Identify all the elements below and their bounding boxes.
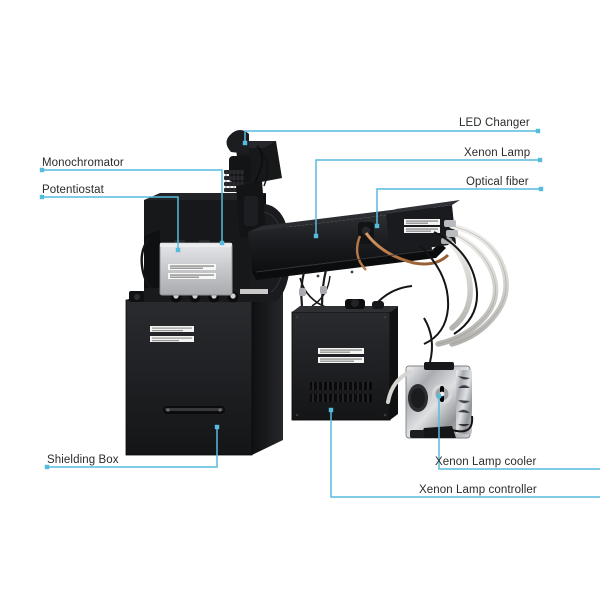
label-shielding-box: Shielding Box [47,454,119,466]
leader-optical-fiber [376,188,541,226]
leader-shielding-box-dot [44,464,50,470]
leader-potentiostat-dot [39,194,45,200]
leader-xenon-lamp-dot [537,157,543,163]
label-led-changer-emphasis: Changer [484,117,530,129]
label-potentiostat: Potentiostat [42,184,104,196]
leader-xenon-lamp-cooler-anchor [436,393,442,399]
leader-led-changer-dot [535,128,541,134]
leader-xenon-lamp-anchor [313,233,319,239]
leader-xenon-lamp-controller-anchor [328,407,334,413]
xenon-lamp-controller-body [291,269,413,421]
label-monochromator: Monochromator [42,157,124,169]
leader-monochromator-dot [39,167,45,173]
label-xenon-lamp-cooler: Xenon Lamp cooler [435,456,537,468]
label-led-changer-head: LED [459,117,485,129]
leader-led-changer-anchor [242,140,248,146]
leader-shielding-box [47,427,218,468]
leader-shielding-box-anchor [214,424,220,430]
label-led-changer: LED Changer [459,117,530,129]
leader-endpoint-dots [39,128,544,470]
leader-monochromator [42,169,223,243]
leader-xenon-lamp-cooler [438,396,600,470]
label-xenon-lamp-controller: Xenon Lamp controller [419,484,537,496]
potentiostat-body [159,242,233,296]
led-changer-body [224,130,282,238]
leader-optical-fiber-dot [538,186,544,192]
leader-potentiostat [42,196,179,250]
leader-lines [42,130,600,498]
shielding-box-body [125,288,283,456]
leader-xenon-lamp-controller [330,410,600,498]
leader-monochromator-anchor [219,240,225,246]
xenon-lamp-housing [248,200,460,309]
leader-led-changer [244,130,538,143]
leader-optical-fiber-anchor [374,223,380,229]
label-xenon-lamp: Xenon Lamp [464,147,531,159]
xenon-lamp-cooler-body [386,317,474,439]
label-optical-fiber: Optical fiber [466,176,529,188]
optical-fiber-bundle [419,220,509,347]
leader-xenon-lamp [315,159,540,236]
leader-potentiostat-anchor [175,247,181,253]
